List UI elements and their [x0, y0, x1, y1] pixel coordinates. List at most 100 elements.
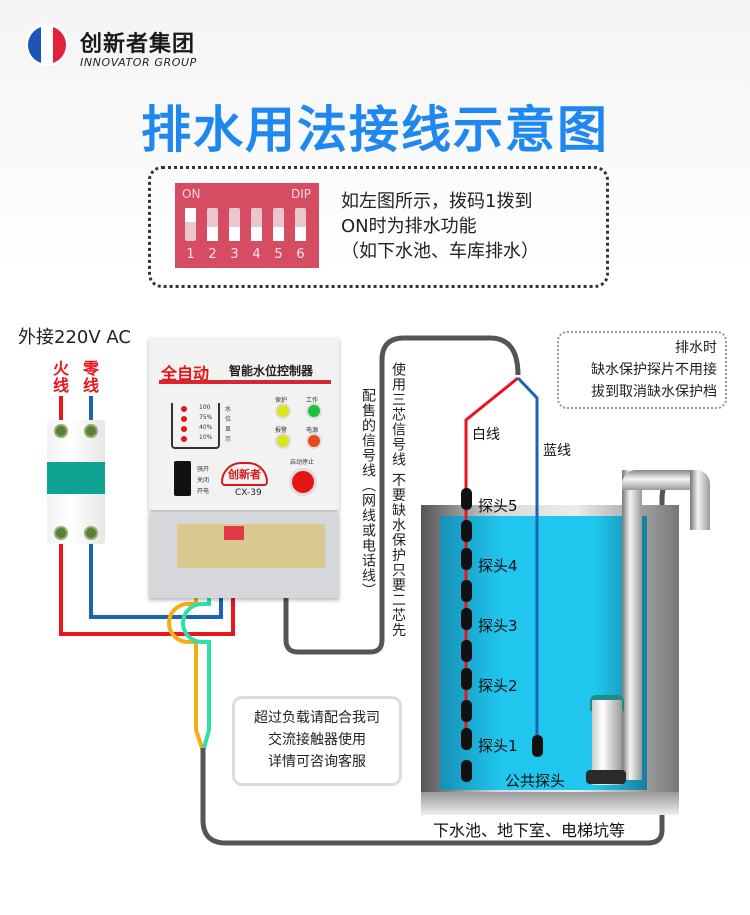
white-wire-label: 白线 — [472, 427, 500, 443]
level-side-char: 位 — [225, 416, 232, 423]
dip-desc-line: ON时为排水功能 — [341, 216, 477, 237]
dip-description: 如左图所示，拨码1拨到 ON时为排水功能 （如下水池、车库排水） — [341, 189, 539, 264]
controller-red-strip — [159, 380, 331, 384]
mode-rocker-switch[interactable] — [174, 461, 191, 496]
brand-flag-logo — [28, 26, 66, 64]
load-note-box: 超过负载请配合我司 交流接触器使用 详情可咨询客服 — [232, 696, 402, 786]
breaker-screw — [54, 424, 68, 438]
note-line: 详情可咨询客服 — [268, 754, 366, 770]
indicator-label: 保护 — [275, 397, 288, 404]
dip-switch-knob — [295, 227, 306, 241]
drain-note-box: 排水时 缺水保护探片不用接 拔到取消缺水保护档 — [557, 331, 727, 409]
discharge-pipe-elbow — [622, 470, 710, 490]
tank-bottom — [421, 792, 679, 815]
internal-dip-switch[interactable] — [224, 526, 244, 540]
dip-switch-knob — [207, 227, 218, 241]
dip-desc-line: （如下水池、车库排水） — [341, 241, 539, 262]
flag-blue-stripe — [28, 26, 41, 64]
level-mark: 75% — [199, 414, 213, 421]
level-led — [181, 416, 187, 422]
discharge-pipe-outlet — [690, 470, 710, 530]
dip-switch-number: 3 — [230, 247, 239, 262]
start-stop-button[interactable] — [289, 468, 317, 496]
dip-switch-number: 6 — [296, 247, 305, 262]
dip-switch-6[interactable] — [295, 208, 306, 241]
level-led — [181, 436, 187, 442]
probe-sensor — [461, 668, 472, 690]
probe-sensor — [461, 728, 472, 750]
neutral-wire-label: 零线 — [82, 359, 99, 395]
pump-wire-green — [181, 540, 211, 749]
controller-model: CX-39 — [235, 488, 262, 498]
level-side-char: 水 — [225, 406, 232, 413]
probe-label: 探头2 — [478, 677, 518, 695]
controller-terminal-base — [149, 512, 339, 598]
signal-cable — [283, 335, 521, 655]
indicator-label: 电源 — [306, 427, 319, 434]
probe-sensor — [461, 580, 472, 602]
common-probe — [532, 735, 543, 757]
ac-power-label: 外接220V AC — [18, 327, 131, 348]
level-led — [181, 406, 187, 412]
discharge-pipe — [622, 470, 642, 780]
note-line: 超过负载请配合我司 — [254, 710, 380, 726]
probe-label: 探头1 — [478, 737, 518, 755]
blue-wire-label: 蓝线 — [543, 443, 571, 459]
level-mark: 10% — [199, 434, 213, 441]
pump-wire-yellow — [167, 540, 204, 749]
note-line: 交流接触器使用 — [268, 732, 366, 748]
probe-sensor — [461, 548, 472, 570]
live-wire-label: 火线 — [52, 359, 69, 395]
work-indicator — [306, 403, 322, 419]
dip-switch-knob — [229, 227, 240, 241]
common-probe-label: 公共探头 — [505, 772, 566, 790]
page-title: 排水用法接线示意图 — [141, 101, 609, 159]
tank-caption: 下水池、地下室、电梯坑等 — [433, 821, 626, 840]
dip-brand-label: DIP — [290, 187, 311, 201]
probe-sensor — [461, 700, 472, 722]
level-mark: 40% — [199, 424, 213, 431]
switch-label: 开电 — [197, 488, 210, 495]
level-side-char: 显 — [225, 426, 232, 433]
dip-switch-1[interactable] — [185, 208, 196, 241]
breaker-screw — [54, 526, 68, 540]
dip-switch-knob — [185, 208, 196, 222]
dip-switch-2[interactable] — [207, 208, 218, 241]
circuit-breaker — [47, 420, 105, 544]
probe-sensor — [461, 760, 472, 782]
dip-switch-number: 1 — [186, 247, 195, 262]
start-stop-label: 启动停止 — [290, 459, 315, 466]
switch-label: 强开 — [197, 466, 210, 473]
dip-switch-3[interactable] — [229, 208, 240, 241]
controller-title-red: 全自动 — [161, 364, 210, 383]
level-led — [181, 426, 187, 432]
probe-sensor — [461, 520, 472, 542]
dip-switch-4[interactable] — [251, 208, 262, 241]
dip-on-label: ON — [182, 187, 201, 201]
dip-switch-5[interactable] — [273, 208, 284, 241]
power-indicator — [306, 433, 322, 449]
dip-switch-number: 4 — [252, 247, 261, 262]
probe-sensor — [461, 640, 472, 662]
level-gauge — [171, 403, 220, 449]
sold-cable-label: 配售的信号线（网线或电话线） — [360, 388, 376, 598]
brand-name-en: INNOVATOR GROUP — [80, 56, 197, 69]
flag-white-stripe — [40, 26, 54, 64]
pump-base — [586, 770, 626, 784]
terminal-block — [177, 524, 325, 568]
note-line: 排水时 — [675, 340, 717, 356]
level-side-char: 示 — [225, 436, 232, 443]
protect-indicator — [275, 403, 291, 419]
dip-switch-number: 5 — [274, 247, 283, 262]
probe-sensor — [461, 488, 472, 510]
dip-switch-knob — [273, 227, 284, 241]
note-line: 缺水保护探片不用接 — [591, 362, 717, 378]
level-mark: 100 — [199, 404, 211, 411]
note-line: 拔到取消缺水保护档 — [591, 384, 717, 400]
dip-switch-knob — [251, 227, 262, 241]
probe-label: 探头4 — [478, 557, 518, 575]
brand-name-cn: 创新者集团 — [80, 32, 196, 57]
